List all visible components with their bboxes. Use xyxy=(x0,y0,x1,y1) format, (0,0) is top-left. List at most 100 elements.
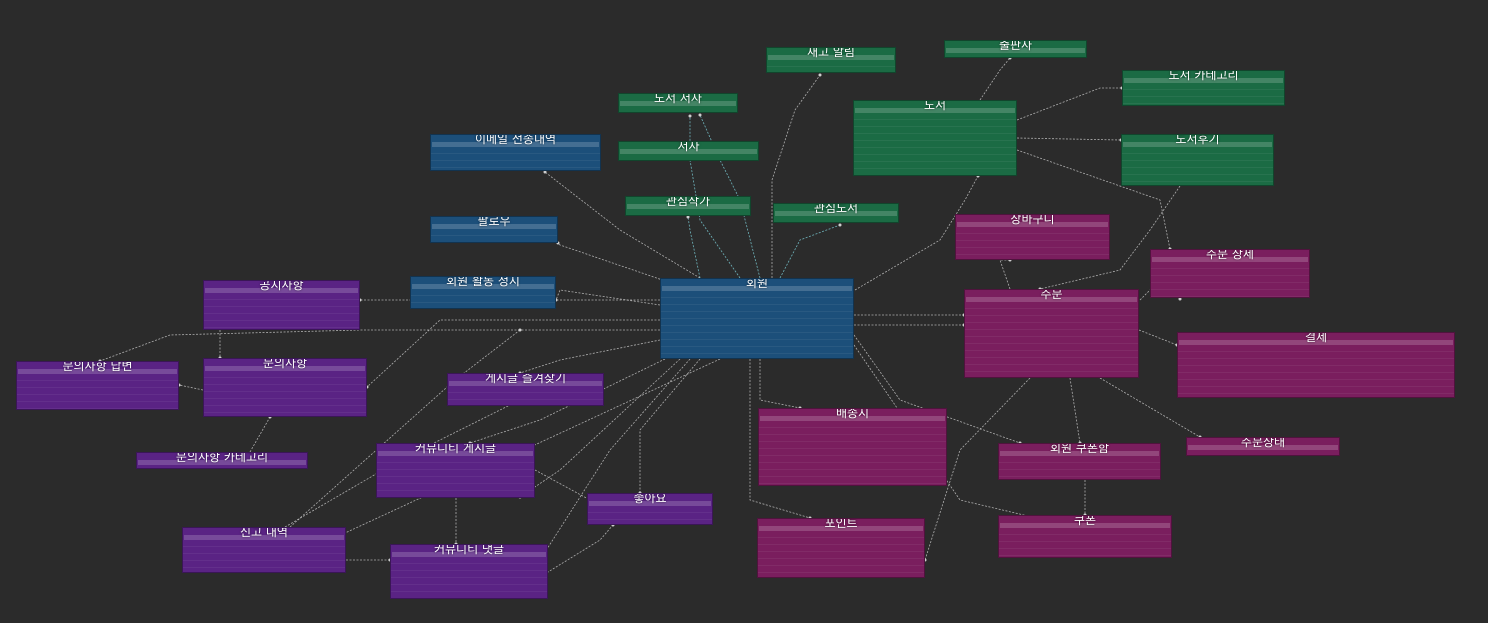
table-row xyxy=(17,402,178,409)
table-row xyxy=(17,374,178,381)
table-title: 배송지 xyxy=(835,408,870,420)
table-likes[interactable]: 좋아요 xyxy=(587,493,713,525)
table-post-bookmark[interactable]: 게시글 즐겨찾기 xyxy=(447,373,604,406)
table-row xyxy=(999,470,1160,477)
table-row xyxy=(411,303,555,308)
table-member-coupon[interactable]: 회원 쿠폰함 xyxy=(998,443,1161,480)
table-row xyxy=(204,314,359,321)
table-row xyxy=(956,234,1109,241)
table-row xyxy=(999,542,1171,549)
table-row xyxy=(377,470,534,477)
table-row xyxy=(1122,175,1273,182)
table-row xyxy=(854,155,1016,162)
table-row xyxy=(965,344,1138,351)
table-row xyxy=(956,255,1109,259)
table-title: 커뮤니티 게시글 xyxy=(414,443,497,455)
table-follow[interactable]: 팔로우 xyxy=(430,216,558,243)
table-title: 주문상태 xyxy=(1240,437,1286,449)
table-author[interactable]: 저자 xyxy=(618,141,759,161)
table-title: 커뮤니티 댓글 xyxy=(433,544,505,556)
table-row xyxy=(431,154,600,161)
table-book-review[interactable]: 도서후기 xyxy=(1121,134,1274,186)
table-row xyxy=(1178,366,1454,373)
table-book-category[interactable]: 도서 카테고리 xyxy=(1122,70,1285,106)
table-row xyxy=(854,162,1016,169)
table-row xyxy=(759,463,946,470)
table-title: 쿠폰 xyxy=(1073,515,1097,527)
table-title: 재고 알림 xyxy=(807,47,855,59)
table-row xyxy=(965,309,1138,316)
table-row xyxy=(1122,161,1273,168)
table-row xyxy=(431,236,557,242)
table-row xyxy=(758,545,924,552)
table-row xyxy=(204,413,366,416)
table-fav-book[interactable]: 관심도서 xyxy=(773,203,899,223)
table-publisher[interactable]: 출판사 xyxy=(944,40,1087,58)
table-row xyxy=(767,67,895,72)
table-row xyxy=(965,302,1138,309)
table-row xyxy=(204,399,366,406)
table-row xyxy=(965,365,1138,372)
table-inquiry-answer[interactable]: 문의사항 답변 xyxy=(16,361,179,410)
relationship-endpoint xyxy=(688,114,692,118)
table-title: 주문 xyxy=(1040,289,1063,301)
table-row xyxy=(448,393,603,400)
table-row xyxy=(204,371,366,378)
table-email-log[interactable]: 이메일 전송내역 xyxy=(430,134,601,171)
table-order-status[interactable]: 주문상태 xyxy=(1186,437,1340,456)
table-row xyxy=(391,564,547,571)
table-row xyxy=(965,323,1138,330)
table-row xyxy=(854,141,1016,148)
table-row xyxy=(204,328,359,329)
table-row xyxy=(204,406,366,413)
table-row xyxy=(999,463,1160,470)
table-row xyxy=(854,113,1016,120)
table-row xyxy=(183,540,345,547)
table-point[interactable]: 포인트 xyxy=(757,518,925,578)
table-row xyxy=(377,456,534,463)
table-row xyxy=(759,421,946,428)
table-orders[interactable]: 주문 xyxy=(964,289,1139,378)
table-member[interactable]: 회원 xyxy=(660,278,854,359)
table-community-comment[interactable]: 커뮤니티 댓글 xyxy=(390,544,548,599)
table-row xyxy=(183,554,345,561)
table-row xyxy=(183,547,345,554)
table-inquiry[interactable]: 문의사항 xyxy=(203,358,367,417)
table-inquiry-category[interactable]: 문의사항 카테고리 xyxy=(136,452,308,469)
table-book[interactable]: 도서 xyxy=(853,100,1017,176)
table-row xyxy=(204,293,359,300)
table-row xyxy=(431,229,557,236)
table-title: 결제 xyxy=(1304,332,1328,344)
relationship-line xyxy=(534,469,591,501)
table-row xyxy=(758,552,924,559)
table-row xyxy=(999,556,1171,557)
table-row xyxy=(183,561,345,568)
relationship-line xyxy=(687,216,701,279)
table-row xyxy=(661,340,853,347)
relationship-line xyxy=(1016,87,1122,121)
table-notice[interactable]: 공지사항 xyxy=(203,280,360,330)
table-row xyxy=(1151,269,1309,276)
table-cart[interactable]: 장바구니 xyxy=(955,214,1110,260)
table-title: 팔로우 xyxy=(477,216,511,228)
table-community-post[interactable]: 커뮤니티 게시글 xyxy=(376,443,535,498)
table-row xyxy=(1122,147,1273,154)
table-row xyxy=(204,378,366,385)
table-row xyxy=(1151,262,1309,269)
table-member-suspension[interactable]: 회원 활동 정지 xyxy=(410,276,556,309)
table-fav-author[interactable]: 관심작가 xyxy=(625,196,751,216)
table-report[interactable]: 신고 내역 xyxy=(182,527,346,573)
table-payment[interactable]: 결제 xyxy=(1177,332,1455,398)
table-order-detail[interactable]: 주문 상세 xyxy=(1150,249,1310,298)
table-title: 신고 내역 xyxy=(240,527,288,539)
relationship-line xyxy=(1016,137,1122,141)
table-delivery-address[interactable]: 배송지 xyxy=(758,408,947,486)
table-row xyxy=(1151,283,1309,290)
table-title: 문의사항 카테고리 xyxy=(175,452,269,464)
table-book-author[interactable]: 도서 저자 xyxy=(618,93,738,113)
table-title: 포인트 xyxy=(824,518,858,530)
table-row xyxy=(588,520,712,524)
table-row xyxy=(759,428,946,435)
table-stock-alert[interactable]: 재고 알림 xyxy=(766,47,896,73)
table-coupon[interactable]: 쿠폰 xyxy=(998,515,1172,558)
